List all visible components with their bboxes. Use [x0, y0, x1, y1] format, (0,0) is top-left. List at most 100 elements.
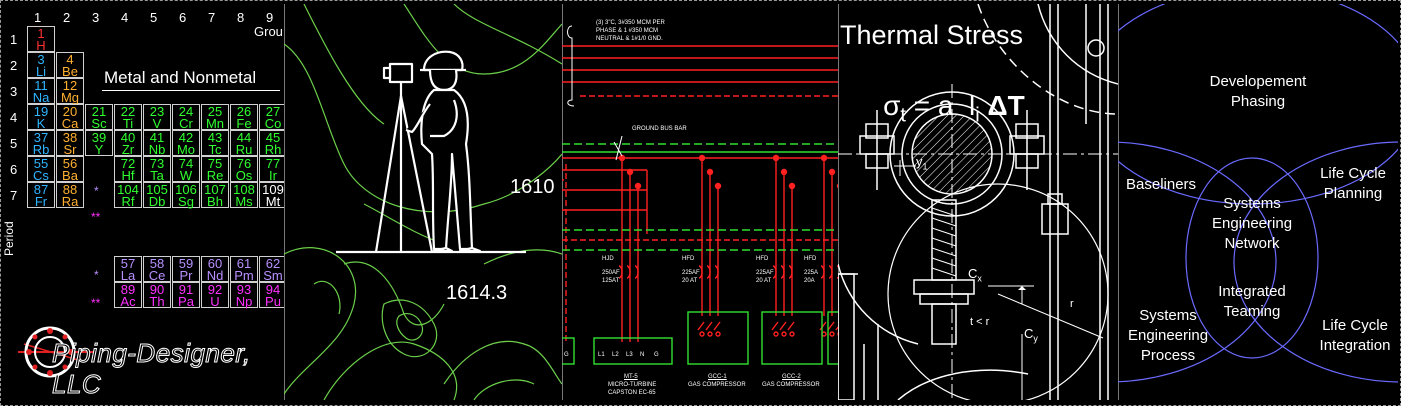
terminal-label: L3 [626, 352, 633, 358]
atomic-number: 91 [178, 282, 194, 297]
breaker-tag: HJD [602, 256, 614, 262]
breaker-rating: 225AF [682, 270, 700, 276]
element-symbol: H [36, 38, 46, 53]
atomic-number: 87 [33, 182, 49, 197]
formula-subscript-t: t [900, 104, 906, 127]
element-symbol: Li [35, 64, 47, 79]
element-symbol: Rb [32, 142, 50, 157]
piping-designer-logo [18, 326, 94, 378]
lanthanide-row-marker: * [94, 268, 99, 282]
element-symbol: Mt [265, 194, 281, 209]
atomic-number: 44 [236, 130, 252, 145]
element-symbol: Ru [235, 142, 253, 157]
group-number: 4 [121, 10, 129, 25]
atomic-number: 3 [37, 52, 45, 67]
venn-bottom-left-line-1: Systems [1139, 307, 1197, 324]
title-underline [102, 90, 280, 91]
element-symbol: Ti [122, 116, 134, 131]
group-number: 5 [150, 10, 158, 25]
atomic-number: 57 [120, 256, 136, 271]
table-title: Metal and Nonmetal [104, 68, 257, 87]
group-number: 6 [179, 10, 187, 25]
topo-contours [284, 4, 562, 400]
period-number: 5 [10, 136, 18, 151]
elevation-label-1: 1610 [510, 176, 555, 198]
terminal-label: L1 [598, 352, 605, 358]
atomic-number: 105 [146, 182, 168, 197]
label-cx-subscript: x [977, 273, 982, 284]
atomic-number: 93 [236, 282, 252, 297]
atomic-number: 11 [34, 78, 48, 93]
equip1-tag: MT-5 [624, 374, 638, 380]
atomic-number: 42 [178, 130, 194, 145]
atomic-number: 40 [120, 130, 136, 145]
group-number: 2 [63, 10, 71, 25]
electrical-lines [562, 25, 838, 365]
element-symbol: Ms [235, 194, 253, 209]
venn-bottom-center-label: Integrated Teaming [1202, 282, 1302, 322]
element-symbol: Ba [62, 168, 78, 183]
element-symbol: Tc [208, 142, 222, 157]
atomic-number: 60 [207, 256, 223, 271]
atomic-number: 89 [120, 282, 136, 297]
atomic-number: 45 [265, 130, 281, 145]
atomic-number: 39 [91, 130, 107, 145]
atomic-number: 61 [236, 256, 252, 271]
period-number: 6 [10, 162, 18, 177]
elevation-label-2: 1614.3 [446, 282, 508, 304]
logo-text: Piping-Designer, LLC [52, 338, 251, 400]
breaker-rating: 225A [804, 270, 819, 276]
pipe-clamp-drawing [838, 4, 1118, 400]
venn-center-label: Systems Engineering Network [1192, 194, 1312, 254]
atomic-number: 25 [207, 104, 223, 119]
element-symbol: Np [235, 294, 253, 309]
atomic-number: 73 [149, 156, 165, 171]
venn-right-line-1: Life Cycle [1320, 165, 1386, 182]
element-symbol: Mo [176, 142, 196, 157]
period-number: 4 [10, 110, 18, 125]
period-axis-label: Period [4, 221, 16, 256]
venn-left-label: Baseliners [1126, 176, 1197, 193]
actinide-row-marker: ** [91, 296, 101, 310]
element-symbol: Be [62, 64, 78, 79]
label-y: y [916, 154, 923, 169]
element-symbol: Nb [148, 142, 166, 157]
equip2-name: GAS COMPRESSOR [688, 382, 746, 388]
atomic-number: 72 [120, 156, 136, 171]
atomic-number: 4 [66, 52, 74, 67]
venn-circles [1118, 4, 1398, 383]
label-y-subscript: 1 [922, 161, 928, 172]
element-symbol: Mn [205, 116, 225, 131]
element-symbol: Nd [206, 268, 224, 283]
element-symbol: Ra [61, 194, 79, 209]
thermal-stress-panel: Thermal Stress σt = a li ΔT y1 Cx Cy t <… [838, 4, 1119, 400]
label-cy: Cy [1024, 326, 1038, 344]
label-r: r [1070, 298, 1074, 310]
cable-note-2: PHASE & 1 #350 MCM [596, 28, 659, 34]
group-number: 8 [237, 10, 245, 25]
element-symbol: Ta [150, 168, 164, 183]
